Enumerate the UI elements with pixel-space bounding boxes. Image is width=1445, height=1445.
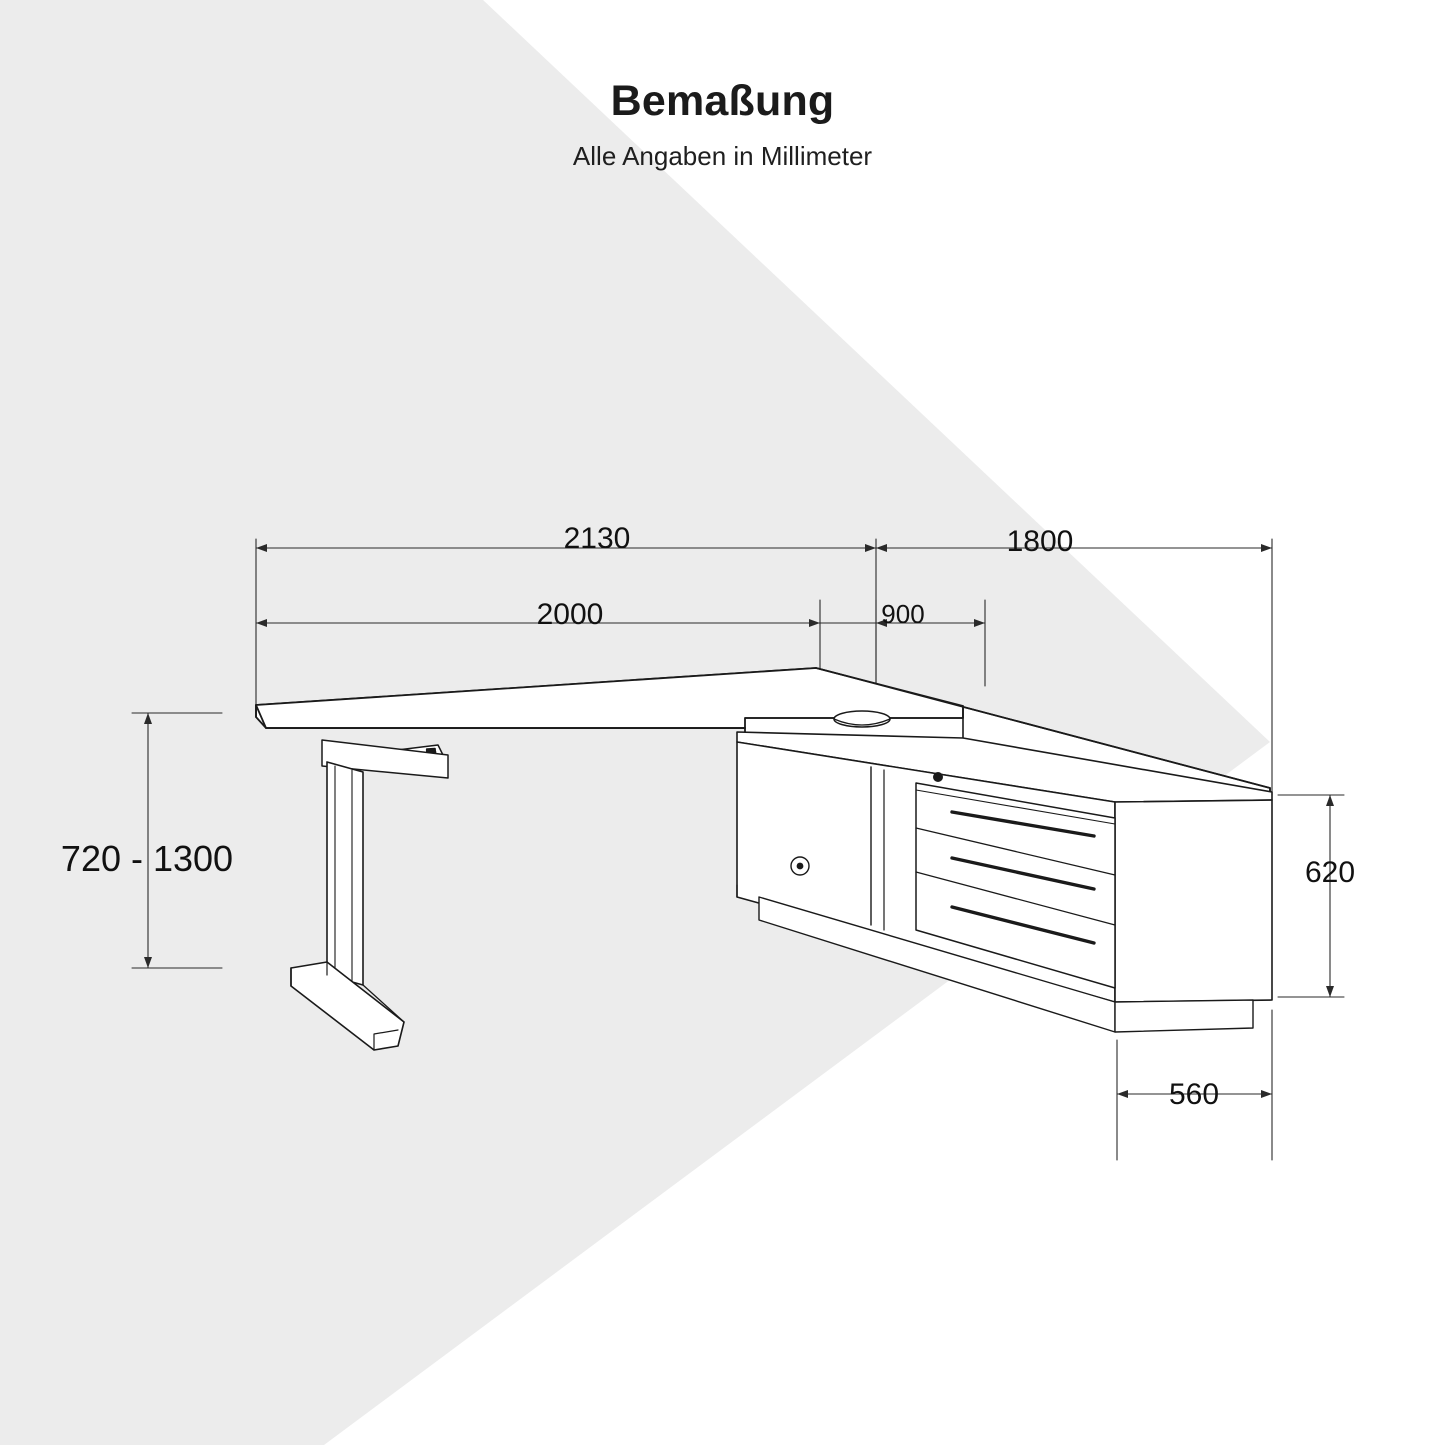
- dim-depth-right: 1800: [1007, 525, 1074, 558]
- dim-sideboard-depth: 560: [1169, 1078, 1219, 1111]
- cable-grommet-shape: [833, 710, 891, 728]
- dim-desk-width: 2000: [537, 598, 604, 631]
- drawer-unit-shape: [915, 772, 1116, 989]
- desk-leg-shape: [290, 739, 449, 1051]
- dim-overall-width: 2130: [564, 522, 631, 555]
- dim-desk-depth: 900: [881, 599, 924, 629]
- dim-sideboard-height: 620: [1305, 856, 1355, 889]
- cabinet-lock-shape: [790, 856, 810, 876]
- dim-height-range: 720 - 1300: [61, 838, 233, 879]
